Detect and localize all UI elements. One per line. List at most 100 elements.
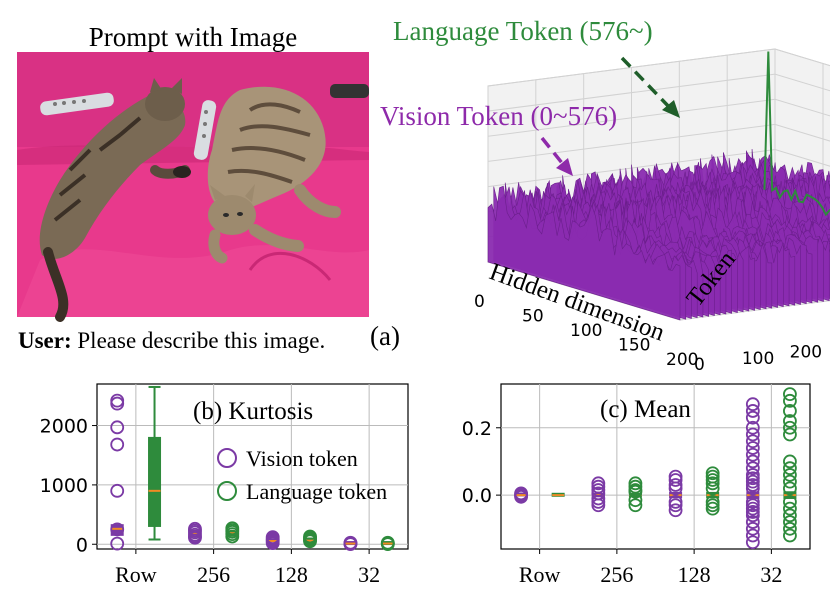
outlier-point	[188, 530, 202, 545]
mean-title: (c) Mean	[600, 396, 691, 423]
x-tick-label: 100	[570, 321, 602, 341]
outlier-point	[783, 515, 797, 529]
outlier-point	[110, 420, 125, 435]
y-tick-label: 1000	[40, 475, 88, 497]
vision-token-row	[487, 185, 681, 321]
outlier-point	[745, 535, 760, 550]
outlier-point	[783, 454, 797, 469]
x-tick-label: 256	[197, 562, 230, 587]
vision-arrow	[540, 136, 568, 170]
legend-vision-label: Vision token	[246, 446, 358, 471]
outlier-point	[628, 498, 643, 513]
outlier-point	[745, 447, 760, 462]
legend-language-marker	[217, 481, 237, 501]
x-tick-label: 200	[666, 350, 698, 370]
y-tick-label: 0	[694, 355, 705, 375]
outlier-point	[668, 473, 683, 487]
outlier-point	[628, 484, 643, 499]
outlier-point	[343, 537, 358, 551]
outlier-point	[380, 537, 395, 551]
outlier-point	[745, 461, 760, 476]
x-tick-label: Row	[519, 562, 561, 587]
outlier-point	[783, 508, 797, 523]
language-token-spike	[763, 51, 830, 217]
marks-c	[514, 387, 797, 550]
outlier-point	[745, 528, 760, 543]
x-tick-label: 150	[618, 336, 650, 356]
x-tick-label: Row	[115, 562, 157, 587]
outlier-point	[783, 468, 797, 482]
x-tick-label: 32	[358, 562, 380, 587]
outlier-point	[745, 404, 760, 418]
outlier-point	[705, 476, 720, 491]
outlier-point	[668, 503, 683, 518]
surface-ticks: 6543210−10501001502000100200300400500600	[474, 292, 822, 375]
outlier-point	[110, 396, 125, 411]
x-tick-label: 128	[275, 562, 308, 587]
outlier-point	[668, 481, 683, 496]
outlier-point	[110, 437, 125, 452]
outlier-point	[705, 481, 720, 496]
outlier-point	[783, 404, 797, 418]
user-label: User:	[18, 328, 72, 353]
vision-token-annotation: Vision Token (0~576)	[380, 101, 617, 131]
outlier-point	[514, 489, 528, 504]
cats-photo	[17, 52, 369, 322]
outlier-point	[783, 481, 797, 496]
panel-a-label: (a)	[370, 321, 400, 351]
y-tick-label: 0	[76, 534, 88, 556]
prompt-text: Please describe this image.	[72, 328, 326, 353]
outlier-point	[783, 414, 797, 428]
outlier-point	[745, 481, 760, 496]
outlier-point	[745, 410, 760, 425]
outlier-point	[110, 536, 125, 551]
x-tick-label: 128	[678, 562, 711, 587]
outlier-point	[745, 420, 760, 435]
outlier-point	[303, 534, 317, 549]
x-tick-label: 32	[760, 562, 782, 587]
x-tick-label: 0	[474, 292, 485, 312]
outlier-point	[745, 397, 760, 412]
outlier-point	[783, 420, 797, 435]
outlier-point	[745, 434, 760, 449]
kurtosis-title: (b) Kurtosis	[193, 398, 313, 425]
x-tick-label: 256	[600, 562, 633, 587]
legend-b: Vision token Language token	[217, 446, 387, 504]
outlier-point	[668, 498, 683, 513]
outlier-point	[745, 515, 760, 529]
user-prompt: User: Please describe this image.	[18, 328, 325, 353]
outlier-point	[265, 536, 280, 550]
outlier-point	[783, 387, 797, 402]
outlier-point	[783, 427, 797, 442]
outlier-point	[783, 521, 797, 536]
y-tick-label: 100	[742, 349, 774, 369]
box	[148, 436, 162, 527]
language-arrow-head	[662, 100, 680, 118]
cat-left	[39, 78, 191, 322]
photo-title: Prompt with Image	[89, 22, 297, 52]
cat-right	[207, 86, 341, 264]
language-arrow	[620, 56, 674, 112]
y-tick-label: 200	[790, 343, 822, 363]
outlier-point	[783, 474, 797, 489]
outlier-point	[783, 501, 797, 516]
panel-a-surface-plot: 6543210−10501001502000100200300400500600…	[370, 16, 830, 375]
x-tick-label: 50	[522, 307, 544, 327]
outlier-point	[745, 427, 760, 442]
outlier-point	[591, 498, 606, 513]
outlier-point	[745, 508, 760, 523]
outlier-point	[110, 522, 125, 537]
language-token-annotation: Language Token (576~)	[393, 16, 653, 46]
marks-b	[110, 385, 395, 551]
surface-mesh	[487, 51, 830, 321]
legend-language-label: Language token	[246, 479, 387, 504]
y-tick-label: 0.0	[462, 485, 492, 507]
y-tick-label: 0.2	[462, 418, 492, 440]
outlier-point	[110, 483, 125, 498]
outlier-point	[745, 521, 760, 536]
outlier-point	[225, 529, 240, 544]
